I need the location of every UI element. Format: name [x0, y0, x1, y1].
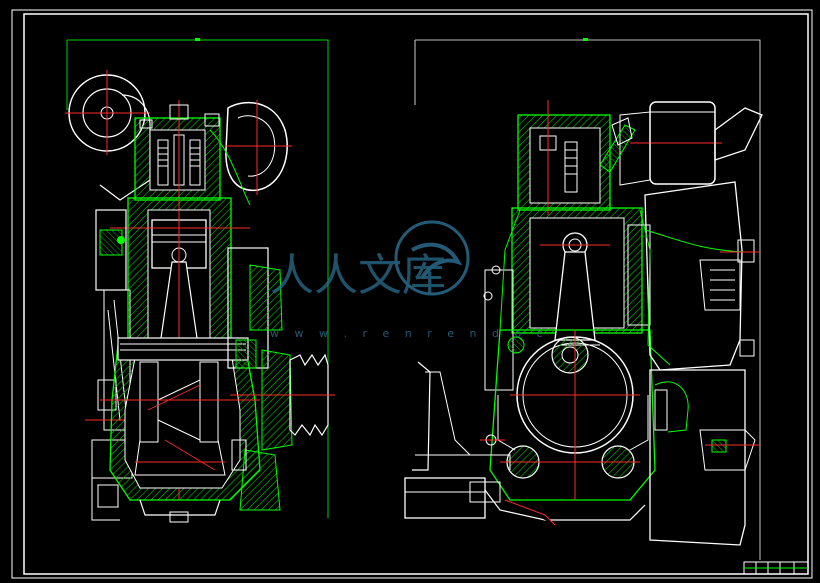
cylinder-head: [134, 100, 221, 215]
right-cylinder-head: [517, 100, 636, 215]
drawing-frame: [11, 9, 813, 579]
watermark-glyphs: 人人文库: [270, 250, 446, 301]
right-air-filter: [619, 101, 763, 186]
left-section-view: [65, 38, 335, 523]
flywheel-pulley: [227, 247, 335, 511]
right-tank-housing: [644, 181, 760, 546]
watermark-logo-icon: [394, 220, 470, 296]
right-base-left: [404, 265, 525, 519]
watermark: 人人文库 w w w . r e n r e n d o c: [270, 220, 549, 340]
right-cylinder-block: [484, 207, 651, 391]
right-section-view: [404, 38, 763, 560]
crankcase: [100, 337, 261, 523]
right-crankcase: [484, 329, 656, 526]
cylinder-block: [110, 197, 250, 500]
exhaust-muffler: [209, 100, 292, 206]
watermark-url: w w w . r e n r e n d o c: [270, 327, 549, 340]
